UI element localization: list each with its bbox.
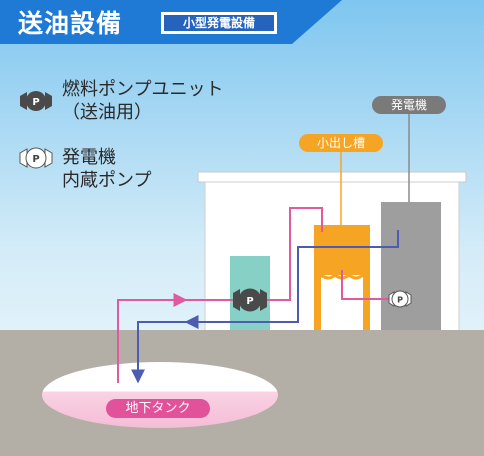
underground-tank-label: 地下タンク <box>106 399 210 418</box>
generator-body <box>381 202 441 330</box>
service-tank <box>314 225 370 330</box>
supply-line-to-generator <box>341 270 390 300</box>
page-title: 送油設備 <box>18 9 123 38</box>
legend-item-fuel-pump-unit: 燃料ポンプユニット （送油用） <box>62 78 223 124</box>
generator-pump-outline-icon: P <box>388 290 412 308</box>
legend-item-generator-pump: 発電機 内蔵ポンプ <box>62 146 151 192</box>
return-line <box>184 230 399 329</box>
generator-label: 発電機 <box>372 96 446 114</box>
header: 送油設備 小型発電設備 <box>0 0 292 44</box>
subtitle-label: 小型発電設備 <box>164 15 274 31</box>
subtitle-badge: 小型発電設備 <box>161 12 277 34</box>
service-tank-leg-left <box>314 275 321 330</box>
return-line-continued <box>131 321 186 384</box>
legend-line: （送油用） <box>62 102 152 123</box>
building-roof <box>197 171 467 183</box>
legend-pump-filled-icon: P <box>20 91 52 111</box>
svg-text:P: P <box>32 154 39 165</box>
legend-line: 燃料ポンプユニット <box>62 79 224 100</box>
service-tank-label: 小出し槽 <box>299 134 383 152</box>
underground-tank <box>42 362 278 428</box>
legend-line: 発電機 <box>62 147 116 168</box>
service-tank-leg-right <box>363 275 370 330</box>
svg-text:P: P <box>32 97 39 108</box>
supply-line-continued <box>186 207 323 301</box>
svg-text:P: P <box>246 296 253 307</box>
supply-line <box>117 293 188 383</box>
service-tank-body <box>314 225 370 275</box>
legend-pump-outline-icon: P <box>19 147 53 169</box>
svg-text:P: P <box>397 296 403 305</box>
legend-line: 内蔵ポンプ <box>62 170 152 191</box>
fuel-pump-filled-icon: P <box>233 288 267 312</box>
